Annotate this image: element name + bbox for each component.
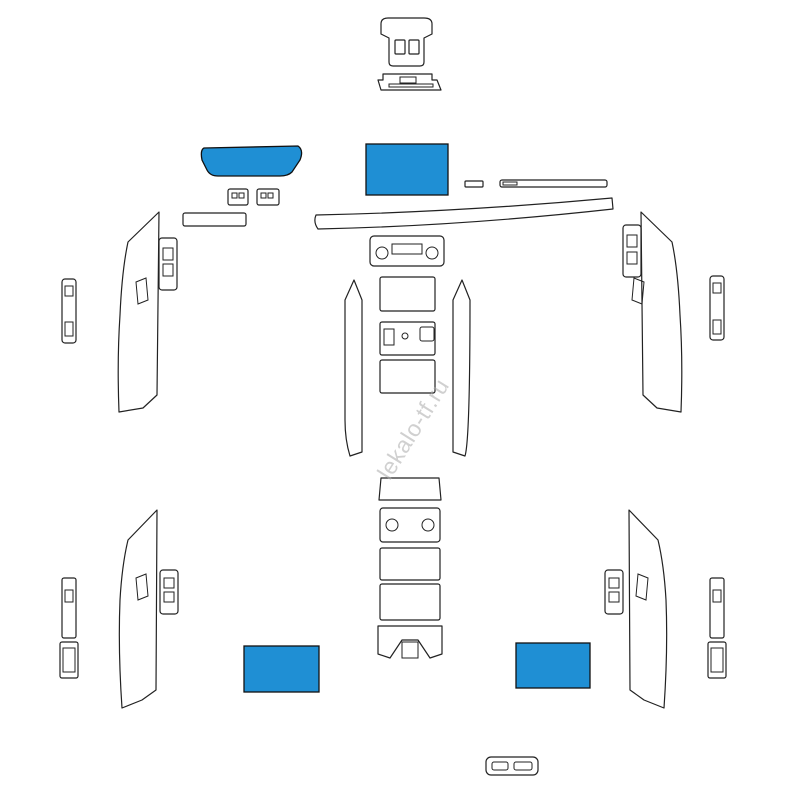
- left-dash-strip: [182, 212, 247, 227]
- instrument-cluster-film: [200, 145, 303, 177]
- center-console-rear: [377, 477, 443, 659]
- bottom-switch-panel: [485, 756, 539, 776]
- front-right-door-panel: [622, 211, 683, 413]
- front-left-handle: [61, 278, 77, 344]
- multimedia-screen-film: [365, 143, 449, 196]
- front-left-door-panel: [117, 211, 178, 413]
- upper-trims-right: [464, 179, 608, 188]
- center-console-front: [344, 276, 471, 457]
- rear-right-door-panel: [604, 509, 668, 709]
- cluster-switches: [227, 188, 280, 206]
- dashboard-trim-strip: [314, 197, 614, 230]
- overhead-console: [377, 17, 442, 91]
- climate-control-panel: [369, 235, 445, 267]
- rear-left-handle: [59, 577, 79, 679]
- rear-left-door-panel: [118, 509, 179, 709]
- front-right-handle: [709, 275, 725, 341]
- rear-right-handle: [707, 577, 727, 679]
- rear-left-screen-film: [243, 645, 320, 693]
- rear-right-screen-film: [515, 642, 591, 689]
